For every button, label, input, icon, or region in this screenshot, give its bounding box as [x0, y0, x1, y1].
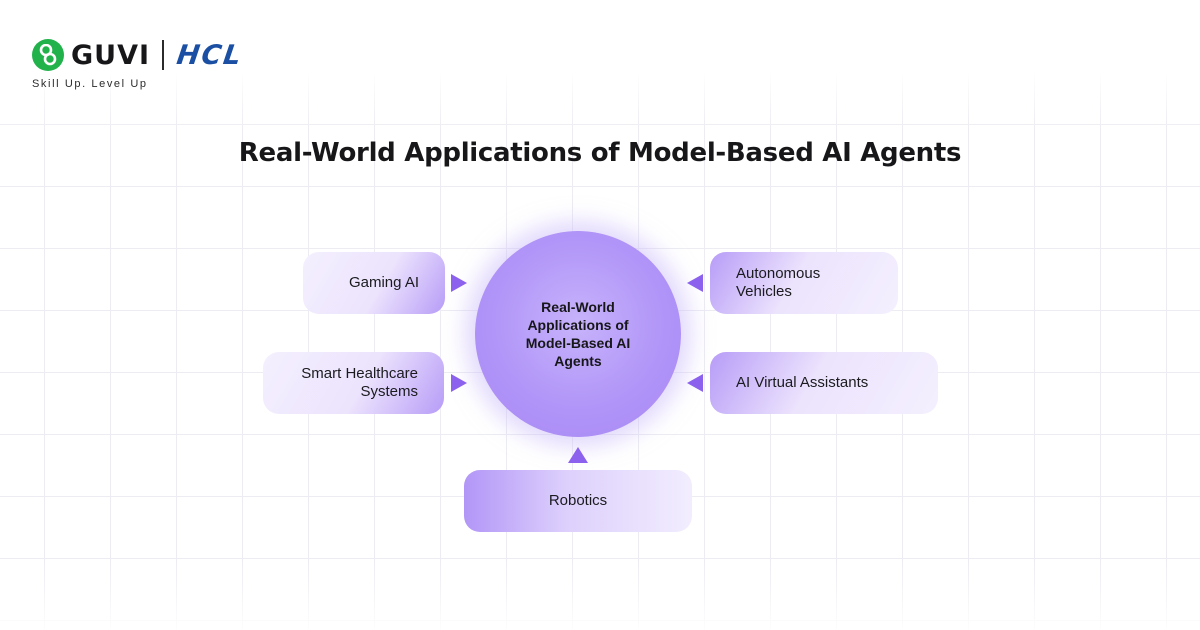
node-autonomous-vehicles: Autonomous Vehicles — [710, 252, 898, 314]
brand-divider — [162, 40, 164, 70]
arrow-ai-virtual-assistants-icon — [687, 374, 703, 392]
central-hub-circle: Real-World Applications of Model-Based A… — [475, 231, 681, 437]
node-robotics: Robotics — [464, 470, 692, 532]
brand-logos: GUVI HCL — [32, 38, 245, 72]
guvi-logo-icon — [32, 39, 64, 71]
arrow-smart-healthcare-icon — [451, 374, 467, 392]
node-gaming-ai-label: Gaming AI — [348, 274, 419, 291]
node-autonomous-vehicles-label: Autonomous Vehicles — [736, 265, 821, 300]
node-ai-virtual-assistants: AI Virtual Assistants — [710, 352, 938, 414]
node-ai-virtual-assistants-label: AI Virtual Assistants — [736, 374, 869, 391]
node-smart-healthcare-label: Smart Healthcare Systems — [301, 365, 418, 400]
grid-fade-top — [0, 0, 1200, 130]
arrow-robotics-icon — [568, 447, 588, 463]
brand-header: GUVI HCL Skill Up. Level Up — [32, 38, 245, 90]
arrow-gaming-ai-icon — [451, 274, 467, 292]
grid-fade-bottom — [0, 560, 1200, 630]
hcl-wordmark: HCL — [174, 39, 245, 71]
page-title: Real-World Applications of Model-Based A… — [238, 138, 962, 168]
hub-label: Real-World Applications of Model-Based A… — [525, 299, 631, 369]
node-smart-healthcare: Smart Healthcare Systems — [263, 352, 444, 414]
guvi-wordmark: GUVI — [71, 39, 151, 71]
brand-tagline: Skill Up. Level Up — [32, 78, 148, 90]
arrow-autonomous-vehicles-icon — [687, 274, 703, 292]
node-gaming-ai: Gaming AI — [303, 252, 445, 314]
node-robotics-label: Robotics — [548, 492, 608, 509]
